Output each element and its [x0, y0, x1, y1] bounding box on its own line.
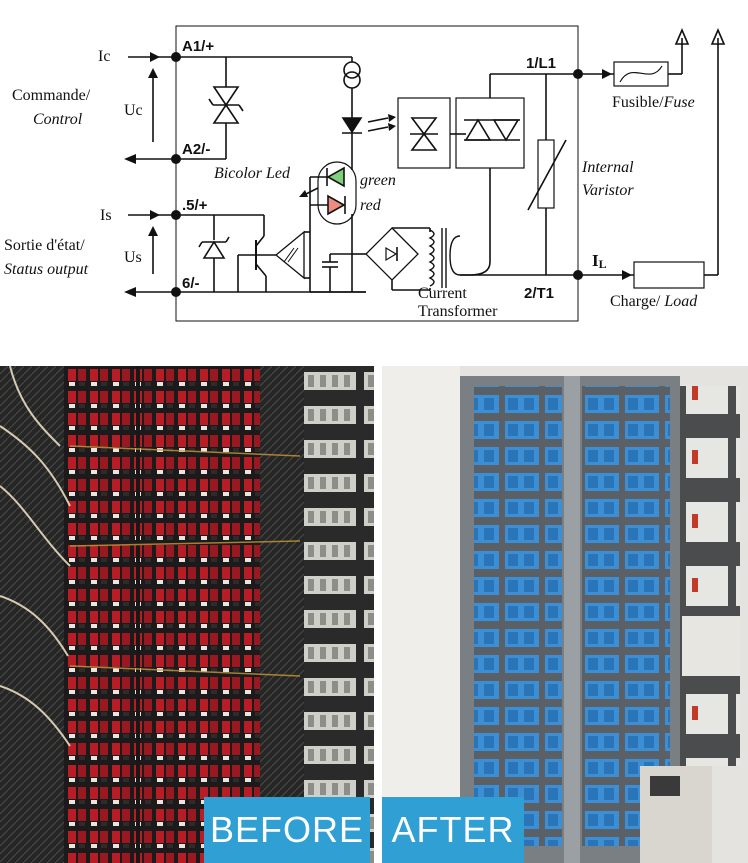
terminal-l1: 1/L1	[526, 55, 556, 72]
label-red: red	[360, 197, 382, 214]
led-light-arrows-icon	[299, 187, 319, 197]
label-current: Current	[418, 285, 467, 302]
triac-icon	[464, 118, 492, 141]
comparator-icon	[274, 230, 305, 280]
after-tag: AFTER	[382, 797, 524, 863]
signal-il: IL	[592, 251, 607, 271]
label-fusible: Fusible/	[612, 94, 664, 111]
signal-il-main: I	[592, 251, 599, 270]
green-led-icon	[326, 166, 345, 188]
terminal-5: .5/+	[182, 197, 208, 214]
red-led-icon	[327, 194, 346, 216]
terminal-t1: 2/T1	[524, 285, 554, 302]
signal-is: Is	[100, 207, 112, 224]
label-fuse-group: Fusible/Fuse	[612, 94, 695, 111]
a2-arrow-icon	[124, 154, 136, 164]
load-output-arrow-icon	[710, 27, 726, 45]
t6-arrow-icon	[124, 287, 136, 297]
terminal-a2: A2/-	[182, 141, 210, 158]
label-fuse: Fuse	[663, 94, 695, 111]
triac-box	[455, 97, 525, 169]
is-arrow-icon	[150, 210, 160, 220]
label-internal: Internal	[581, 159, 634, 176]
load-icon	[633, 261, 705, 289]
terminal-a1: A1/+	[182, 38, 214, 55]
label-commande: Commande/	[12, 87, 91, 104]
light-emission-icon	[367, 114, 396, 132]
photo-triac-box	[397, 97, 451, 169]
solid-state-relay-diagram: Ic Uc Is Us Commande/ Control Sortie d'é…	[4, 25, 726, 322]
label-transformer: Transformer	[418, 303, 498, 320]
relay-module-box	[175, 25, 579, 322]
label-varistor: Varistor	[582, 182, 634, 199]
label-load: Load	[663, 293, 698, 310]
label-charge: Charge/	[610, 293, 664, 310]
current-source-icon	[343, 61, 361, 79]
varistor-icon	[537, 139, 555, 209]
signal-il-sub: L	[599, 257, 607, 271]
signal-ic: Ic	[98, 48, 110, 65]
label-control: Control	[33, 111, 83, 128]
terminal-6: 6/-	[182, 275, 200, 292]
signal-uc: Uc	[124, 102, 143, 119]
label-status-output: Status output	[4, 261, 89, 278]
before-tag: BEFORE	[204, 797, 370, 863]
label-load-group: Charge/ Load	[610, 293, 698, 310]
rectifier-bridge-icon	[365, 227, 419, 281]
fuse-output-arrow-icon	[674, 27, 690, 45]
label-bicolor-led: Bicolor Led	[214, 165, 291, 182]
us-arrow-icon	[148, 226, 158, 236]
before-photo	[0, 366, 374, 863]
label-green: green	[360, 172, 396, 189]
optocoupler-led-icon	[341, 117, 363, 134]
zener-diode-icon	[202, 240, 226, 259]
signal-us: Us	[124, 249, 142, 266]
fuse-icon	[613, 61, 669, 87]
uc-arrow-icon	[148, 68, 158, 78]
after-photo	[382, 366, 748, 863]
bicolor-led-housing	[317, 161, 357, 225]
ic-arrow-icon	[150, 52, 160, 62]
label-sortie: Sortie d'état/	[4, 237, 85, 254]
current-transformer-icon	[428, 229, 435, 287]
